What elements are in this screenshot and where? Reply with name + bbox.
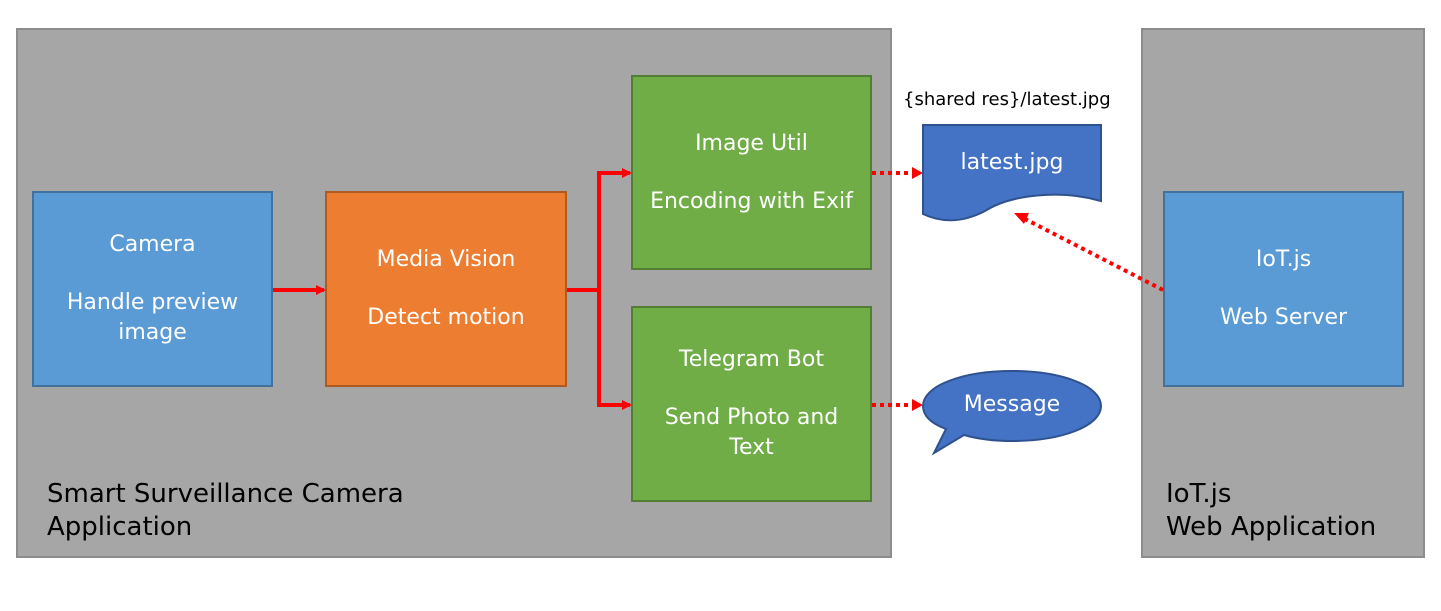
container-label-line: Application	[47, 512, 193, 542]
document-label: latest.jpg	[960, 150, 1064, 175]
iotjs-web-application-label: IoT.js Web Application	[1166, 478, 1376, 544]
telegram-bot-title: Telegram Bot	[679, 347, 824, 372]
image-util-box: Image Util Encoding with Exif	[631, 75, 872, 270]
iotjs-to-document-arrow	[1024, 217, 1164, 292]
image-util-to-document-arrowhead	[912, 167, 923, 179]
message-bubble-shape	[921, 369, 1103, 456]
media-vision-description: Detect motion	[367, 305, 525, 330]
smart-surveillance-camera-label: Smart Surveillance Camera Application	[47, 478, 404, 544]
container-label-line: Smart Surveillance Camera	[47, 479, 404, 509]
media-vision-to-telegram-bot-arrow	[597, 290, 632, 410]
shared-resource-caption: {shared res}/latest.jpg	[903, 89, 1111, 110]
media-vision-title: Media Vision	[376, 247, 516, 272]
telegram-bot-description: Send Photo and	[664, 405, 839, 430]
document-shape	[922, 124, 1102, 222]
telegram-bot-description: Text	[729, 435, 774, 460]
camera-title: Camera	[109, 232, 196, 257]
container-label-line: Web Application	[1166, 512, 1377, 542]
camera-box: Camera Handle preview image	[32, 191, 273, 387]
iotjs-web-server-box: IoT.js Web Server	[1163, 191, 1404, 387]
media-vision-box: Media Vision Detect motion	[325, 191, 567, 387]
telegram-bot-box: Telegram Bot Send Photo and Text	[631, 306, 872, 502]
image-util-title: Image Util	[695, 130, 808, 156]
telegram-bot-to-message-arrowhead	[912, 399, 923, 411]
message-label: Message	[963, 392, 1061, 417]
image-util-description: Encoding with Exif	[650, 188, 853, 214]
camera-description: Handle preview	[66, 290, 239, 315]
container-label-line: IoT.js	[1166, 479, 1232, 509]
media-vision-to-image-util-arrow	[597, 168, 632, 290]
camera-description: image	[118, 320, 187, 345]
iotjs-title: IoT.js	[1255, 247, 1312, 272]
iotjs-description: Web Server	[1219, 305, 1348, 330]
iotjs-to-document-arrowhead	[1014, 213, 1029, 224]
